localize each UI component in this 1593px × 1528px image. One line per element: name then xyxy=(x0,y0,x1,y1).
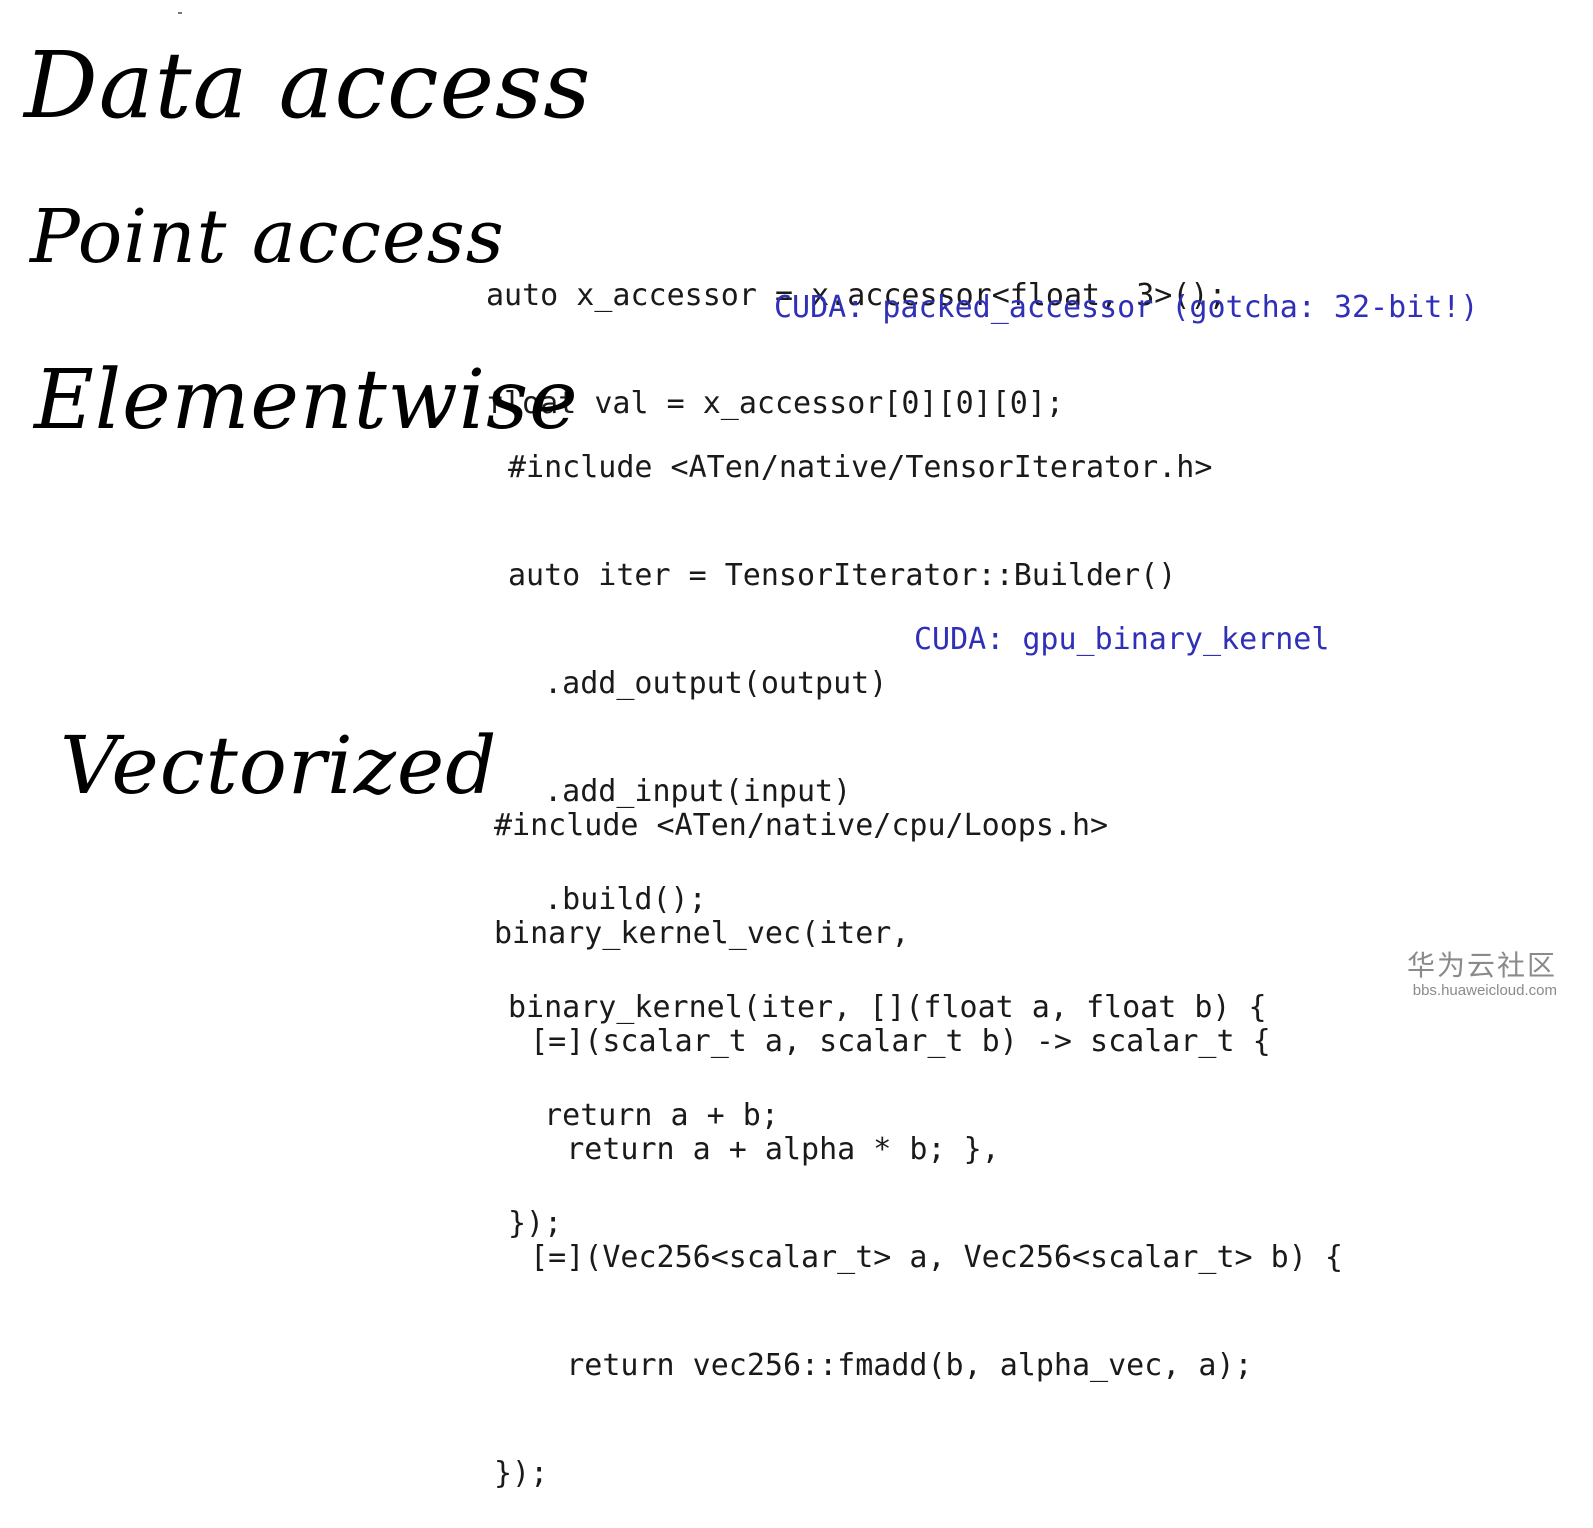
code-line: auto iter = TensorIterator::Builder() xyxy=(508,558,1177,593)
code-line: [=](Vec256<scalar_t> a, Vec256<scalar_t>… xyxy=(494,1240,1343,1275)
page-title: Data access xyxy=(24,32,592,139)
code-line: .build(); xyxy=(508,882,707,917)
code-line: binary_kernel(iter, [](float a, float b)… xyxy=(508,990,1267,1025)
code-line: }); xyxy=(494,1456,549,1491)
code-line: binary_kernel_vec(iter, xyxy=(494,916,910,951)
code-line: #include <ATen/native/TensorIterator.h> xyxy=(508,450,1213,485)
code-line: return a + alpha * b; }, xyxy=(494,1132,1000,1167)
code-line: [=](scalar_t a, scalar_t b) -> scalar_t … xyxy=(494,1024,1271,1059)
code-line: .add_output(output) xyxy=(508,666,888,701)
heading-elementwise: Elementwise xyxy=(34,353,579,448)
watermark-text: 华为云社区 xyxy=(1406,949,1557,982)
code-block-point-access: auto x_accessor = x.accessor<float, 3>()… xyxy=(486,206,1227,458)
code-line: auto x_accessor = x.accessor<float, 3>()… xyxy=(486,278,1227,313)
cuda-note-point-access: CUDA: packed_accessor (gotcha: 32-bit!) xyxy=(774,290,1479,325)
corner-mark xyxy=(178,12,182,14)
code-line: return vec256::fmadd(b, alpha_vec, a); xyxy=(494,1348,1253,1383)
cuda-note-elementwise: CUDA: gpu_binary_kernel xyxy=(914,622,1330,657)
code-line: float val = x_accessor[0][0][0]; xyxy=(486,386,1064,421)
heading-vectorized: Vectorized xyxy=(60,719,498,812)
watermark-url: bbs.huaweicloud.com xyxy=(1412,982,1557,999)
heading-point-access: Point access xyxy=(30,194,505,280)
code-line: .add_input(input) xyxy=(508,774,852,809)
watermark: 华为云社区 bbs.huaweicloud.com xyxy=(1407,950,1557,1000)
code-block-vectorized: #include <ATen/native/cpu/Loops.h> binar… xyxy=(494,736,1343,1528)
code-line: #include <ATen/native/cpu/Loops.h> xyxy=(494,808,1109,843)
